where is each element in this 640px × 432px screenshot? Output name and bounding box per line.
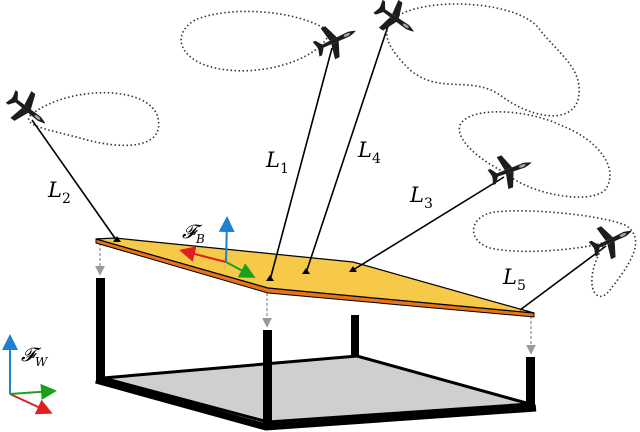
tether-L4 (305, 25, 389, 274)
tether-label-L5: L5 (502, 265, 526, 294)
airplane-icon (584, 215, 640, 265)
base-frame (95, 376, 537, 431)
leg-front (263, 330, 272, 426)
tether-label-L4: L4 (357, 138, 381, 167)
dotted-flight-path-L1 (180, 10, 331, 72)
dotted-flight-path-L3 (458, 111, 611, 198)
platform (95, 237, 535, 318)
projection-arrows (95, 243, 536, 355)
leg-back-right (351, 315, 359, 357)
flight-paths (27, 3, 637, 298)
anchor-points (113, 236, 357, 281)
tether-label-L3: L3 (409, 183, 433, 212)
airplane-icon (368, 0, 424, 46)
tether-L5 (519, 245, 607, 311)
body-frame-label: 𝓕B (182, 221, 205, 246)
leg-right (526, 357, 535, 407)
tether-L2 (31, 119, 118, 242)
body-frame-axes (179, 216, 256, 278)
tether-label-L2: L2 (47, 178, 71, 207)
airplane-icon (308, 15, 364, 65)
tether-L1 (269, 47, 333, 281)
ground-structure (95, 278, 537, 431)
dotted-flight-path-L5 (472, 210, 637, 298)
tethers (31, 25, 607, 311)
leg-back-left (96, 278, 105, 380)
airplane-icon (484, 146, 538, 194)
world-frame-axes (2, 334, 57, 415)
dotted-flight-path-L4 (386, 3, 580, 117)
tether-label-L1: L1 (265, 148, 289, 177)
airplane-icon (0, 83, 56, 137)
tether-L3 (352, 176, 505, 271)
dotted-flight-path-L2 (27, 91, 160, 147)
world-frame-label: 𝓕W (21, 344, 49, 369)
platform-top (95, 237, 535, 314)
